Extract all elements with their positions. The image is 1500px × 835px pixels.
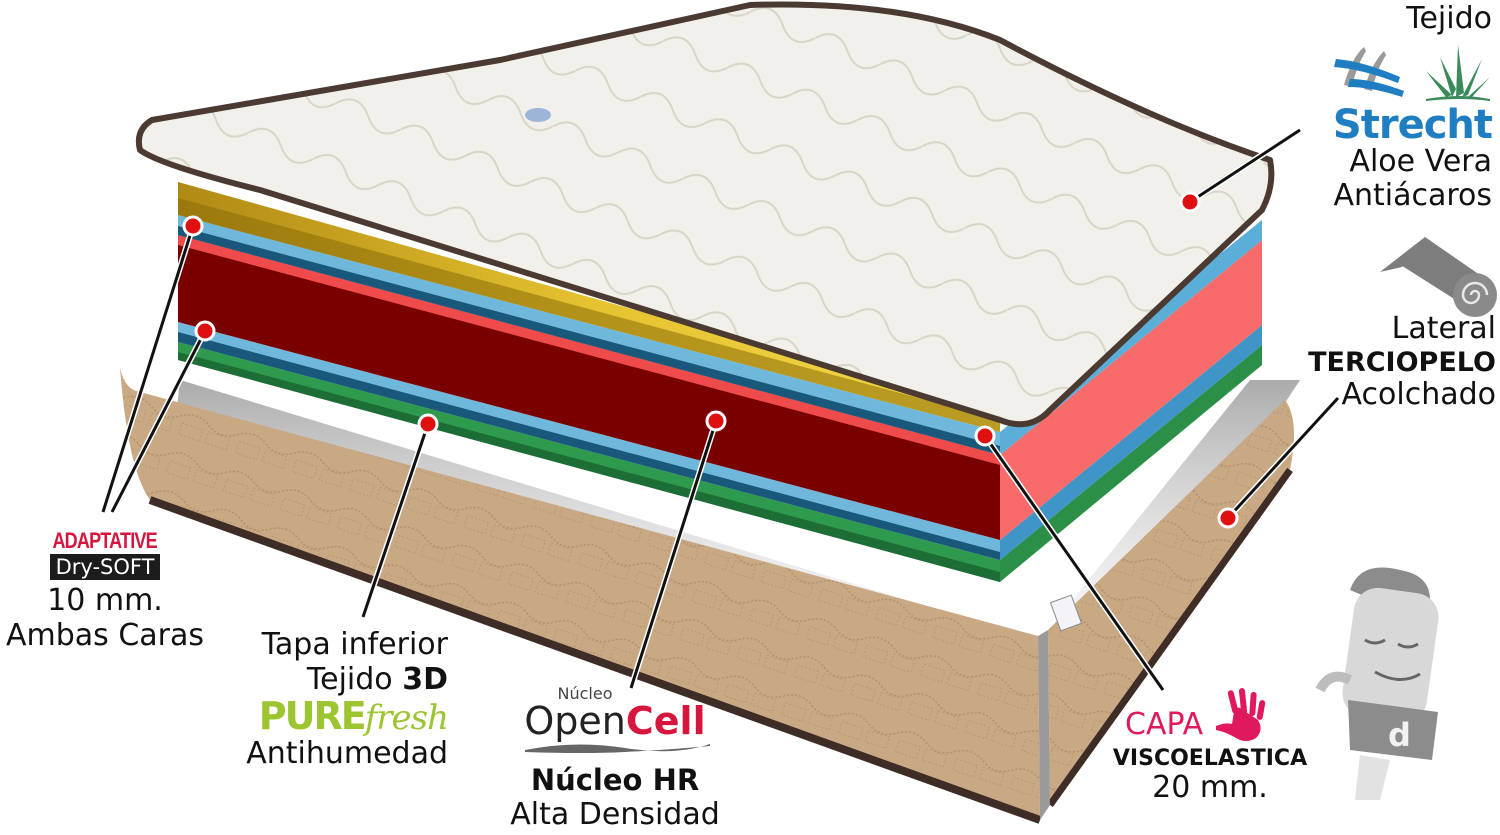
floor-shadow — [170, 380, 1300, 700]
core-line1: Núcleo HR — [530, 763, 700, 798]
hr-core-layer — [178, 235, 1262, 540]
hand-print-icon — [1216, 688, 1266, 741]
label-nucleo-opencell: Núcleo OpenCell Núcleo HR Alta Densidad — [495, 686, 735, 832]
adaptative-brand: ADAPTATIVE — [52, 528, 158, 553]
tapa-line3: Antihumedad — [246, 735, 448, 771]
strecht-brand: Strecht — [1332, 101, 1493, 148]
lateral-line2: TERCIOPELO — [1308, 346, 1496, 378]
callout-dot-lateral — [1217, 507, 1239, 529]
tapa-line1: Tapa inferior — [261, 627, 448, 662]
callout-dot-dry-soft-lower — [194, 320, 216, 342]
leader-lines — [100, 127, 1341, 692]
tejido-icons — [1292, 37, 1492, 105]
lateral-line1: Lateral — [1391, 311, 1496, 346]
lateral-line3: Acolchado — [1341, 376, 1496, 412]
dry-soft-brand-box: Dry-SOFT — [49, 554, 161, 581]
mascot-shirt-letter: d — [1388, 716, 1411, 754]
opencell-small: Núcleo — [557, 684, 613, 703]
label-tapa-inferior: Tapa inferior Tejido 3D PUREfresh Antihu… — [230, 627, 449, 771]
capa-line2: 20 mm. — [1152, 770, 1268, 806]
label-tejido-strecht: Tejido Strecht Aloe Vera Antiácaros — [1292, 1, 1493, 214]
top-cover — [135, 1, 1275, 428]
purefresh-pure: PURE — [258, 694, 367, 738]
opencell-brand: OpenCell — [495, 702, 735, 740]
mascot-character: d — [1315, 567, 1439, 800]
fabric-roll-icon — [1380, 237, 1497, 317]
label-lateral-terciopelo: Lateral TERCIOPELO Acolchado — [1236, 311, 1496, 412]
capa-line1: VISCOELASTICA — [1112, 746, 1308, 771]
adaptative-line1: 10 mm. — [47, 583, 163, 619]
purefresh-fresh: fresh — [364, 698, 449, 738]
lateral-fabric-base — [120, 368, 1294, 824]
tejido-line1: Tejido — [1406, 1, 1492, 36]
tejido-line3: Antiácaros — [1333, 178, 1492, 213]
tejido-line2: Aloe Vera — [1349, 143, 1492, 179]
callout-dot-top-cover — [1179, 191, 1201, 213]
callout-dot-visco — [974, 425, 996, 447]
dry-soft-lower-layer — [178, 322, 1262, 560]
callout-dot-3d-layer — [417, 413, 439, 435]
callout-dot-core — [705, 410, 727, 432]
core-line2: Alta Densidad — [510, 796, 720, 832]
visco-layer — [178, 182, 1000, 432]
aloe-vera-plant-icon — [1426, 44, 1490, 101]
opencell-open: Open — [524, 699, 626, 743]
callout-dots — [182, 191, 1239, 529]
fabric-stretch-icon — [1334, 46, 1404, 97]
opencell-swoosh-icon — [525, 744, 710, 753]
tapa-line2-bold: 3D — [402, 661, 448, 697]
label-capa-viscoelastica: CAPA VISCOELASTICA 20 mm. — [1110, 688, 1310, 806]
bottom-3d-layer — [178, 342, 1262, 582]
capa-brand: CAPA — [1125, 707, 1204, 742]
label-adaptative-dry-soft: ADAPTATIVE Dry-SOFT 10 mm. Ambas Caras — [0, 528, 210, 653]
callout-dot-dry-soft-upper — [182, 215, 204, 237]
opencell-cell: Cell — [625, 699, 706, 743]
adaptative-line2: Ambas Caras — [5, 617, 205, 653]
tapa-line2-regular: Tejido — [306, 661, 393, 697]
purefresh-brand: PUREfresh — [230, 694, 449, 738]
